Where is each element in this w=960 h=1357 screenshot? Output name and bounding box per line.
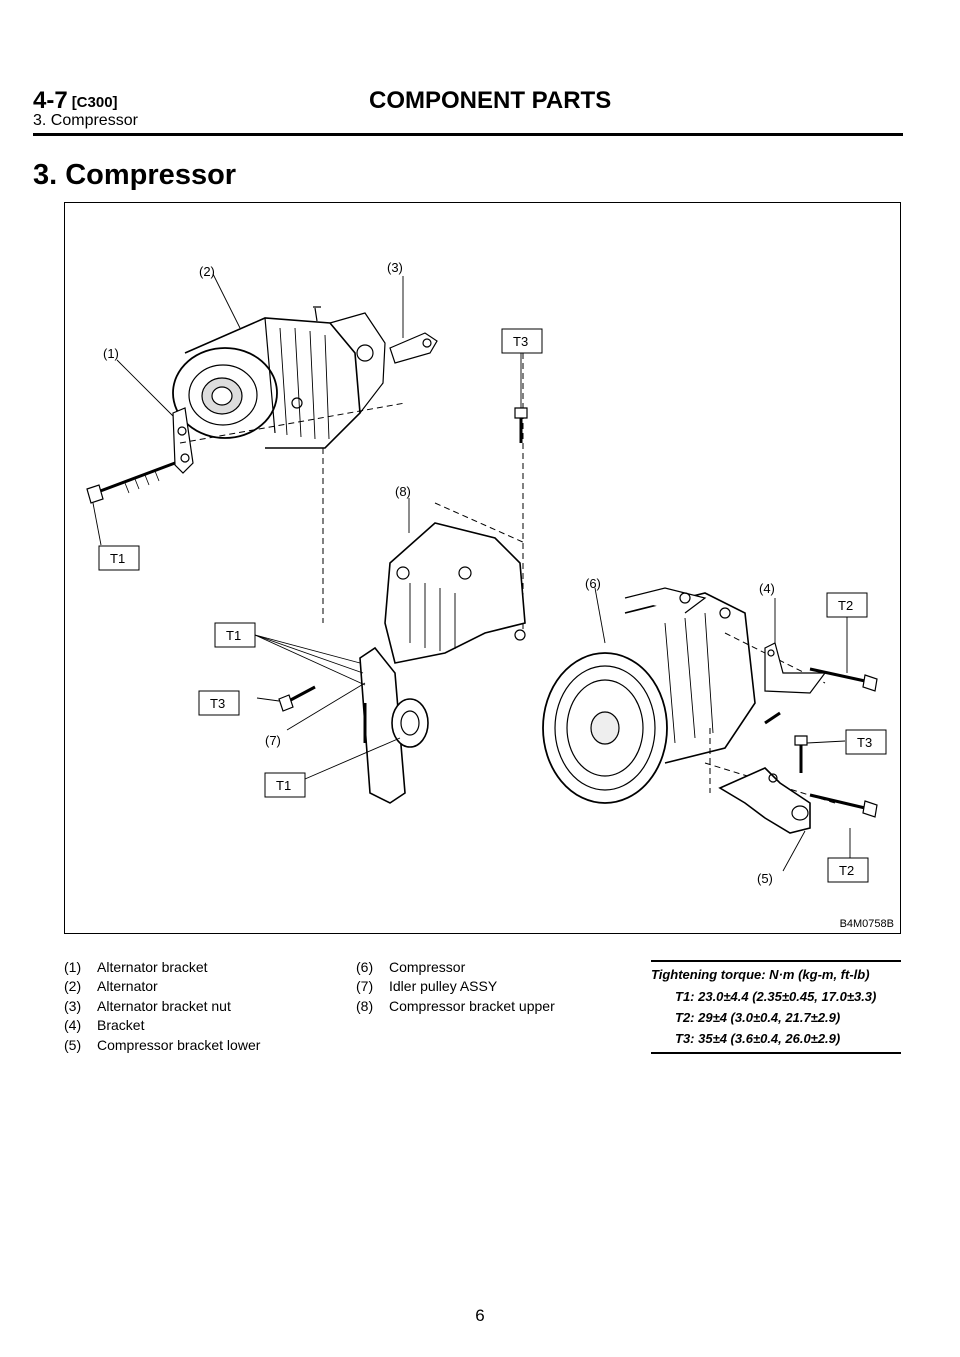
legend-number: (8)	[356, 997, 374, 1014]
compressor-diagram: (1) (2) (3) (4) (5) (6) (7) (8) T1 T3 T1…	[64, 202, 901, 934]
legend-item: (2) Alternator	[64, 977, 260, 996]
callout-7: (7)	[265, 733, 281, 748]
callout-5: (5)	[757, 871, 773, 886]
legend-text: Alternator bracket nut	[97, 997, 231, 1014]
legend-number: (4)	[64, 1017, 82, 1034]
alternator-bracket-drawing	[172, 407, 194, 474]
legend-item: (3) Alternator bracket nut	[64, 997, 260, 1016]
compressor-bracket-lower-drawing	[718, 767, 811, 834]
page-number: 6	[475, 1306, 485, 1325]
compressor-drawing	[542, 587, 756, 804]
t3-bolt-right-drawing	[794, 735, 808, 773]
alternator-drawing	[172, 306, 386, 449]
torque-rule-top	[651, 960, 901, 962]
legend-number: (7)	[356, 978, 374, 995]
idler-pulley-drawing	[359, 646, 429, 804]
section-label: 4-7[C300]	[33, 88, 118, 117]
tag-t2-lower: T2	[839, 863, 854, 878]
torque-t3: T3: 35±4 (3.6±0.4, 26.0±2.9)	[675, 1031, 841, 1046]
tag-t3-left: T3	[210, 696, 225, 711]
exploded-view-drawing: (1) (2) (3) (4) (5) (6) (7) (8) T1 T3 T1…	[86, 260, 887, 886]
legend-item: (7) Idler pulley ASSY	[356, 977, 555, 996]
legend-text: Bracket	[97, 1017, 145, 1034]
callout-1: (1)	[103, 346, 119, 361]
page-header: 4-7[C300] COMPONENT PARTS 3. Compressor	[33, 88, 903, 132]
legend-item: (4) Bracket	[64, 1016, 260, 1035]
torque-t2: T2: 29±4 (3.0±0.4, 21.7±2.9)	[675, 1010, 841, 1025]
section-code: [C300]	[71, 94, 118, 111]
tag-t1-long-bolt: T1	[110, 551, 125, 566]
section-number: 4-7	[33, 87, 68, 114]
torque-t1: T1: 23.0±4.4 (2.35±0.45, 17.0±3.3)	[675, 989, 877, 1004]
legend-item: (8) Compressor bracket upper	[356, 997, 555, 1016]
parts-legend-left: (1) Alternator bracket (2) Alternator (3) A…	[64, 958, 260, 1055]
legend-item: (6) Compressor	[356, 958, 555, 977]
callout-2: (2)	[199, 264, 215, 279]
t3-bolt-top-drawing	[514, 407, 528, 443]
legend-number: (6)	[356, 959, 374, 975]
tag-t1-lower: T1	[276, 778, 291, 793]
t2-bolt-lower-drawing	[809, 793, 878, 818]
legend-item: (5) Compressor bracket lower	[64, 1036, 260, 1055]
chapter-title: COMPONENT PARTS	[369, 87, 612, 114]
torque-rule-bottom	[651, 1052, 901, 1054]
legend-text: Alternator bracket	[97, 959, 208, 975]
legend-item: (1) Alternator bracket	[64, 958, 260, 977]
legend-text: Compressor	[389, 959, 466, 975]
legend-number: (5)	[64, 1036, 82, 1053]
subsection-title: 3. Compressor	[33, 112, 138, 129]
legend-number: (3)	[64, 997, 82, 1014]
parts-legend-right: (6) Compressor (7) Idler pulley ASSY (8) Co…	[356, 958, 555, 1016]
tag-t3-top: T3	[513, 334, 528, 349]
legend-text: Idler pulley ASSY	[389, 978, 498, 995]
callout-6: (6)	[585, 576, 601, 591]
figure-id: B4M0758B	[839, 918, 894, 930]
tag-t3-right: T3	[857, 735, 872, 750]
legend-number: (1)	[64, 959, 82, 975]
long-bolt-drawing	[86, 461, 176, 504]
torque-specification: Tightening torque: N·m (kg-m, ft-lb) T1:…	[651, 960, 901, 1054]
t3-bolt-left-drawing	[278, 685, 316, 712]
torque-heading: Tightening torque: N·m (kg-m, ft-lb)	[651, 967, 870, 982]
legend-text: Compressor bracket upper	[389, 997, 555, 1014]
callout-4: (4)	[759, 581, 775, 596]
bracket-nut-drawing	[389, 332, 438, 364]
legend-text: Alternator	[97, 978, 158, 995]
legend-text: Compressor bracket lower	[97, 1036, 261, 1053]
callout-8: (8)	[395, 484, 411, 499]
tag-t2-upper: T2	[838, 598, 853, 613]
tag-t1-idler: T1	[226, 628, 241, 643]
callout-3: (3)	[387, 260, 403, 275]
header-rule	[33, 133, 903, 136]
t2-bolt-upper-drawing	[809, 667, 878, 692]
small-bracket-drawing	[764, 642, 827, 725]
page-title: 3. Compressor	[33, 159, 237, 191]
compressor-bracket-upper-drawing	[384, 522, 526, 664]
legend-number: (2)	[64, 978, 82, 995]
